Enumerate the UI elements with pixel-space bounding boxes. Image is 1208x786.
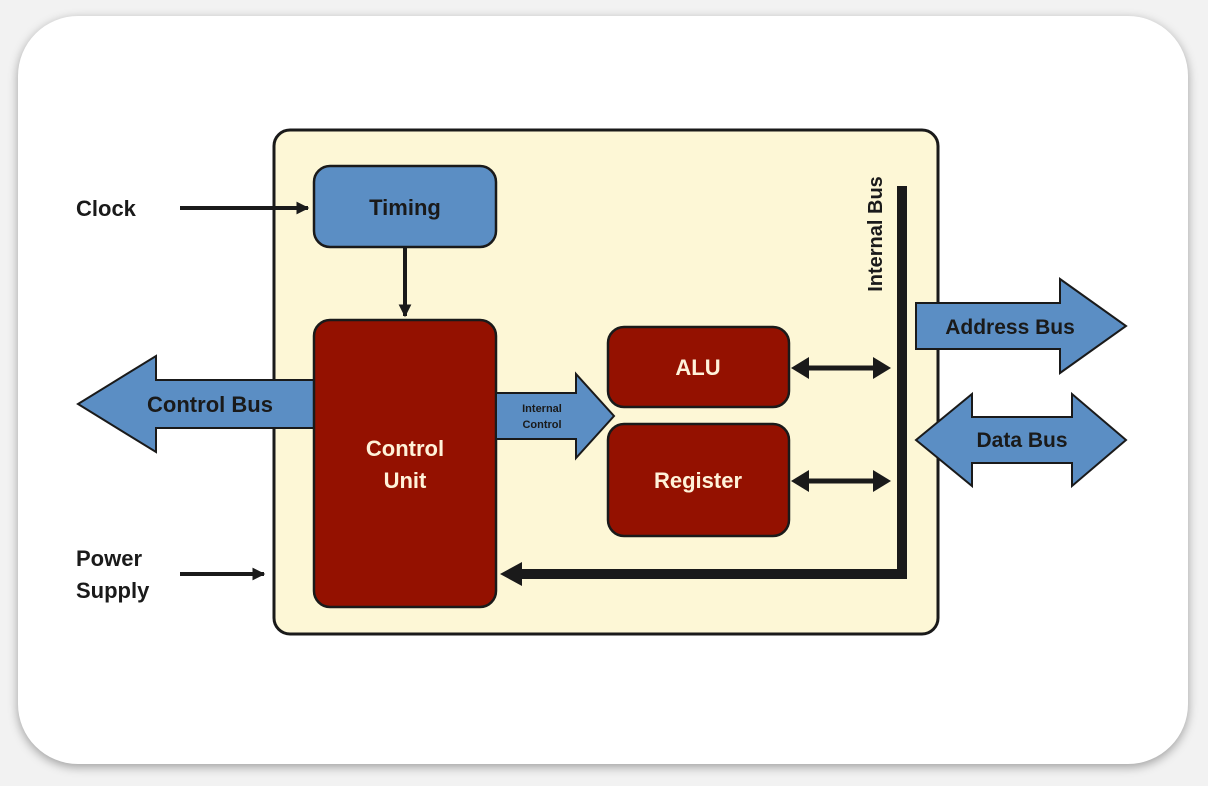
internal-control-arrow xyxy=(495,371,616,461)
control-bus-label: Control Bus xyxy=(147,392,273,417)
register-bus-double-arrow xyxy=(791,470,891,492)
control-bus-arrow xyxy=(76,354,317,454)
control-unit-block xyxy=(312,318,498,609)
register-block xyxy=(606,422,791,538)
register-label: Register xyxy=(654,468,742,493)
power-supply-label-line2: Supply xyxy=(76,578,150,603)
internal-bus-label: Internal Bus xyxy=(865,176,887,292)
alu-label: ALU xyxy=(675,355,720,380)
internal-control-label-line2: Control xyxy=(522,419,561,431)
address-bus-arrow xyxy=(915,277,1128,375)
internal-control-label-line1: Internal xyxy=(522,403,562,415)
timing-block xyxy=(312,164,498,249)
control-unit-label-line2: Unit xyxy=(384,468,427,493)
timing-label: Timing xyxy=(369,195,441,220)
power-supply-label-line1: Power xyxy=(76,546,142,571)
data-bus-arrow xyxy=(914,391,1128,489)
control-unit-label-line1: Control xyxy=(366,436,444,461)
address-bus-label: Address Bus xyxy=(945,316,1075,339)
data-bus-label: Data Bus xyxy=(976,429,1067,452)
alu-block xyxy=(606,325,791,409)
alu-bus-double-arrow xyxy=(791,357,891,379)
clock-label: Clock xyxy=(76,196,137,221)
internal-bus-line xyxy=(500,186,907,586)
